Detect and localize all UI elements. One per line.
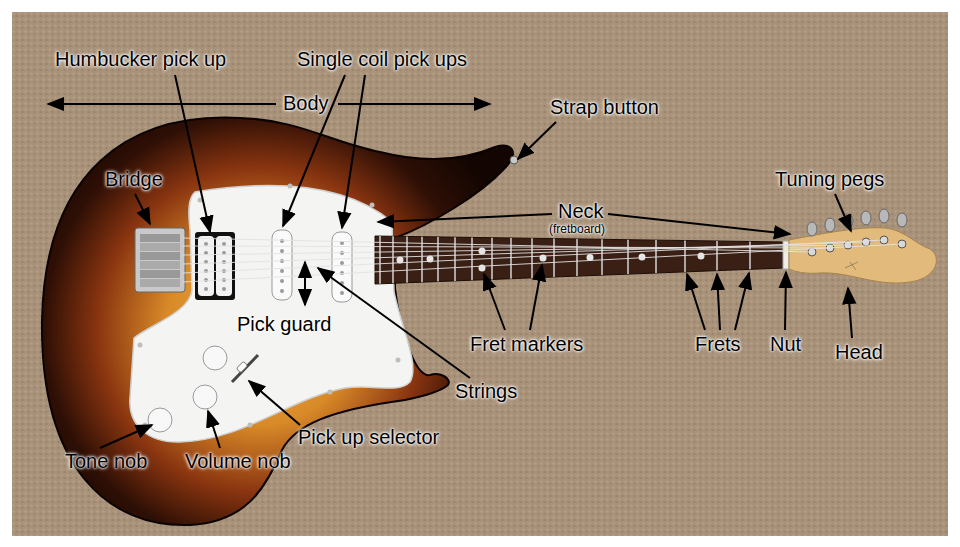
nut	[783, 241, 789, 269]
pickup-selector	[232, 355, 258, 382]
headstock-logo	[845, 262, 858, 270]
part-label: Body	[283, 92, 329, 115]
part-label: Bridge	[105, 168, 163, 191]
part-label: Single coil pick ups	[297, 48, 467, 71]
part-label: Tuning pegs	[775, 168, 884, 191]
pickguard	[130, 186, 413, 442]
part-label: Nut	[770, 333, 801, 356]
part-label: Frets	[695, 333, 741, 356]
pickguard-screws	[138, 184, 401, 428]
tuning-pegs	[807, 209, 907, 256]
part-label: Fret markers	[470, 333, 583, 356]
part-label: Strap button	[550, 96, 659, 119]
part-label: (fretboard)	[549, 223, 605, 237]
part-label: Pick up selector	[298, 426, 439, 449]
bridge	[135, 228, 185, 292]
part-label: Head	[835, 341, 883, 364]
leader-lines	[48, 75, 852, 448]
humbucker-pickup	[195, 232, 235, 300]
part-label: Strings	[455, 380, 517, 403]
guitar-body	[42, 118, 513, 526]
part-label: Humbucker pick up	[55, 48, 226, 71]
carpet	[12, 12, 948, 536]
part-label: Tone nob	[65, 450, 147, 473]
part-label: Neck	[558, 200, 604, 223]
part-label: Pick guard	[237, 313, 332, 336]
part-label: Volume nob	[185, 450, 291, 473]
strap-button	[510, 156, 518, 164]
knobs	[148, 346, 227, 432]
strings	[183, 238, 902, 282]
